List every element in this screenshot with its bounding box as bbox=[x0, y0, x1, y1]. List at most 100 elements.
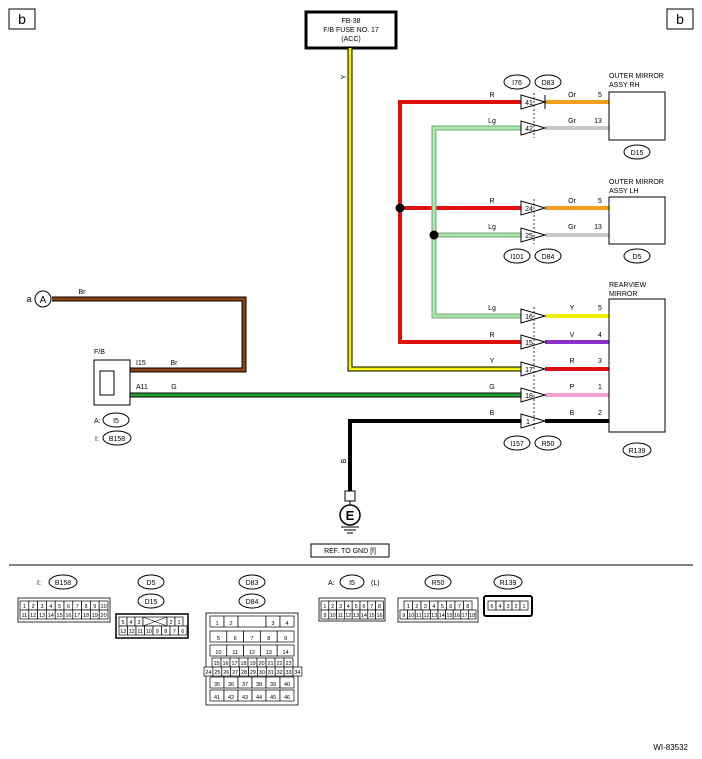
b158-pin: 7 bbox=[76, 604, 79, 610]
rv-term-2: 3 bbox=[598, 358, 602, 365]
rv-title1: REARVIEW bbox=[609, 282, 647, 289]
rh-left-color-0: R bbox=[489, 92, 494, 99]
fb-pin-i15: I15 bbox=[136, 360, 146, 367]
b158-pin: 14 bbox=[48, 613, 54, 619]
lh-term-1: 13 bbox=[594, 224, 602, 231]
ground-circle bbox=[339, 504, 361, 526]
ground-ref-box bbox=[310, 543, 390, 558]
fuse-wire-label: Y bbox=[341, 74, 348, 79]
rv-conn2: R50 bbox=[542, 441, 555, 448]
r139-pin: 4 bbox=[498, 604, 501, 610]
connector-a-symbol: A bbox=[40, 295, 47, 306]
d83-pin: 19 bbox=[249, 661, 255, 667]
b158-pin: 18 bbox=[83, 613, 89, 619]
d83-pin: 1 bbox=[215, 621, 218, 627]
d5-pin: 13 bbox=[120, 629, 126, 635]
d83-pin: 27 bbox=[232, 670, 238, 676]
lh-conn2: D84 bbox=[542, 254, 555, 261]
oval-rh-code bbox=[623, 144, 651, 160]
rv-code: R139 bbox=[629, 448, 646, 455]
i5-pin: 5 bbox=[355, 604, 358, 610]
fb-ref-a-prefix: A: bbox=[94, 418, 101, 425]
connector-cell bbox=[237, 615, 267, 628]
r50-pin: 18 bbox=[469, 613, 475, 619]
rv-term-4: 2 bbox=[598, 410, 602, 417]
rv-left-color-4: B bbox=[490, 410, 495, 417]
r50-pin: 4 bbox=[432, 604, 435, 610]
pin-connector-rv-17: 17 bbox=[520, 361, 547, 377]
d5-pin: 5 bbox=[121, 620, 124, 626]
corner-box-right bbox=[666, 8, 694, 30]
pin-rh-42: 42 bbox=[525, 126, 533, 133]
r139-pin: 2 bbox=[514, 604, 517, 610]
d83-pin: 29 bbox=[250, 670, 256, 676]
d83-pin: 21 bbox=[267, 661, 273, 667]
r50-pin: 12 bbox=[424, 613, 430, 619]
b158-pin: 13 bbox=[39, 613, 45, 619]
r50-pin: 2 bbox=[415, 604, 418, 610]
b158-pin: 6 bbox=[67, 604, 70, 610]
b158-pin: 17 bbox=[74, 613, 80, 619]
d83-pin: 20 bbox=[258, 661, 264, 667]
rv-title2: MIRROR bbox=[609, 291, 637, 298]
d5-pin: 8 bbox=[164, 629, 167, 635]
rh-code: D15 bbox=[631, 150, 644, 157]
i5-pin: 2 bbox=[331, 604, 334, 610]
d83-pin: 22 bbox=[276, 661, 282, 667]
rv-left-color-1: R bbox=[489, 332, 494, 339]
r139-pin: 3 bbox=[506, 604, 509, 610]
i5-suffix: (L) bbox=[371, 580, 380, 587]
b158-prefix: I: bbox=[37, 580, 41, 587]
d83-pin: 36 bbox=[228, 682, 234, 688]
d83-pin: 40 bbox=[284, 682, 290, 688]
r50-pin: 17 bbox=[462, 613, 468, 619]
d83-pin: 18 bbox=[240, 661, 246, 667]
d5-pin: 4 bbox=[129, 620, 132, 626]
oval-rv-code bbox=[622, 442, 652, 458]
connector-a-wire: Br bbox=[79, 289, 87, 296]
corner-label-left: b bbox=[18, 11, 26, 27]
d83-pin: 42 bbox=[228, 695, 234, 701]
pin-rv-1: 1 bbox=[526, 419, 530, 426]
i5-pin: 14 bbox=[361, 613, 367, 619]
oval-lh-code bbox=[623, 248, 651, 264]
r50-pin: 16 bbox=[454, 613, 460, 619]
rv-left-color-2: Y bbox=[490, 358, 495, 365]
d83-pin: 6 bbox=[234, 636, 237, 642]
wire-lg-bus-fill bbox=[432, 126, 521, 318]
d83-pin: 7 bbox=[250, 636, 253, 642]
lh-title1: OUTER MIRROR bbox=[609, 179, 664, 186]
i5-pin: 16 bbox=[376, 613, 382, 619]
rv-left-color-3: G bbox=[489, 384, 494, 391]
pin-rv-17: 17 bbox=[525, 367, 533, 374]
connector-cell bbox=[279, 676, 295, 689]
rh-conn1: I76 bbox=[512, 80, 522, 87]
d83-pin: 5 bbox=[217, 636, 220, 642]
corner-box-left bbox=[8, 8, 36, 30]
oval-r50 bbox=[424, 574, 452, 590]
wire-red-bus bbox=[398, 100, 521, 344]
i5-pin: 8 bbox=[378, 604, 381, 610]
d5-pin: 11 bbox=[137, 629, 143, 635]
wire-brown-fill bbox=[52, 297, 246, 372]
fb-wire-br: Br bbox=[171, 360, 179, 367]
connector-cell bbox=[279, 689, 295, 702]
oval-rv-conn2 bbox=[534, 435, 562, 451]
fb-ref-a: I5 bbox=[113, 418, 119, 425]
d83-pin: 9 bbox=[284, 636, 287, 642]
rh-right-color-1: Gr bbox=[568, 118, 576, 125]
pin-lh-25: 25 bbox=[525, 233, 533, 240]
b158-pin: 8 bbox=[84, 604, 87, 610]
connector-cell bbox=[276, 630, 295, 643]
fb-wire-g: G bbox=[171, 384, 176, 391]
d83-pin: 25 bbox=[214, 670, 220, 676]
oval-d5 bbox=[137, 574, 165, 590]
i5-pin: 7 bbox=[370, 604, 373, 610]
r50-pin: 11 bbox=[416, 613, 422, 619]
r50-pin: 3 bbox=[424, 604, 427, 610]
connector-cell bbox=[98, 609, 109, 620]
oval-fb-ref-a bbox=[102, 412, 130, 428]
oval-rh-conn2 bbox=[534, 74, 562, 90]
